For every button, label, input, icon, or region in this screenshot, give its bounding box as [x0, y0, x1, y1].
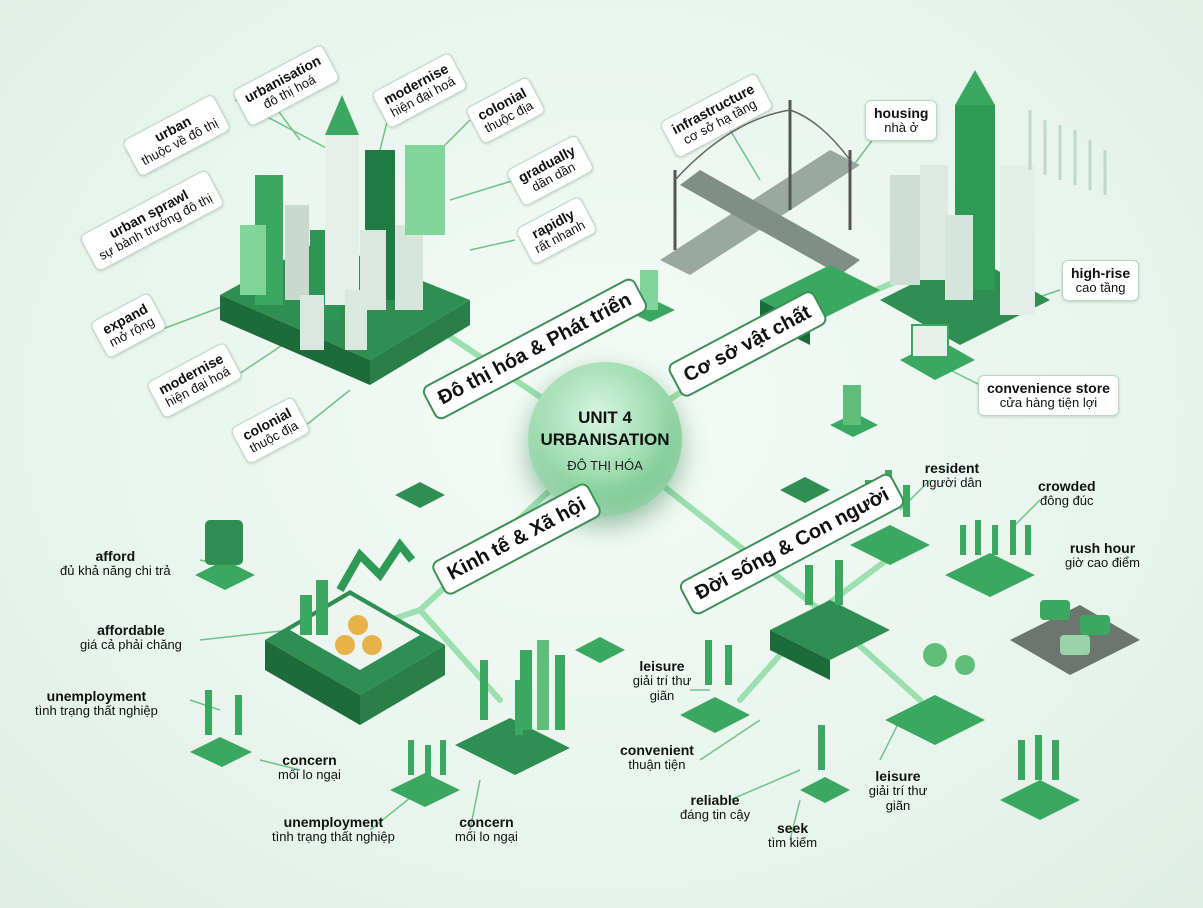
hub-unit: UNIT 4 — [578, 408, 632, 427]
hub-subtitle: ĐÔ THỊ HÓA — [567, 458, 643, 473]
bridge-scene — [625, 100, 880, 345]
central-hub[interactable]: UNIT 4 URBANISATION ĐÔ THỊ HÓA — [528, 362, 682, 516]
high-rise-scene — [830, 70, 1107, 437]
hub-title: URBANISATION — [540, 430, 670, 449]
city-skyline — [220, 95, 470, 385]
